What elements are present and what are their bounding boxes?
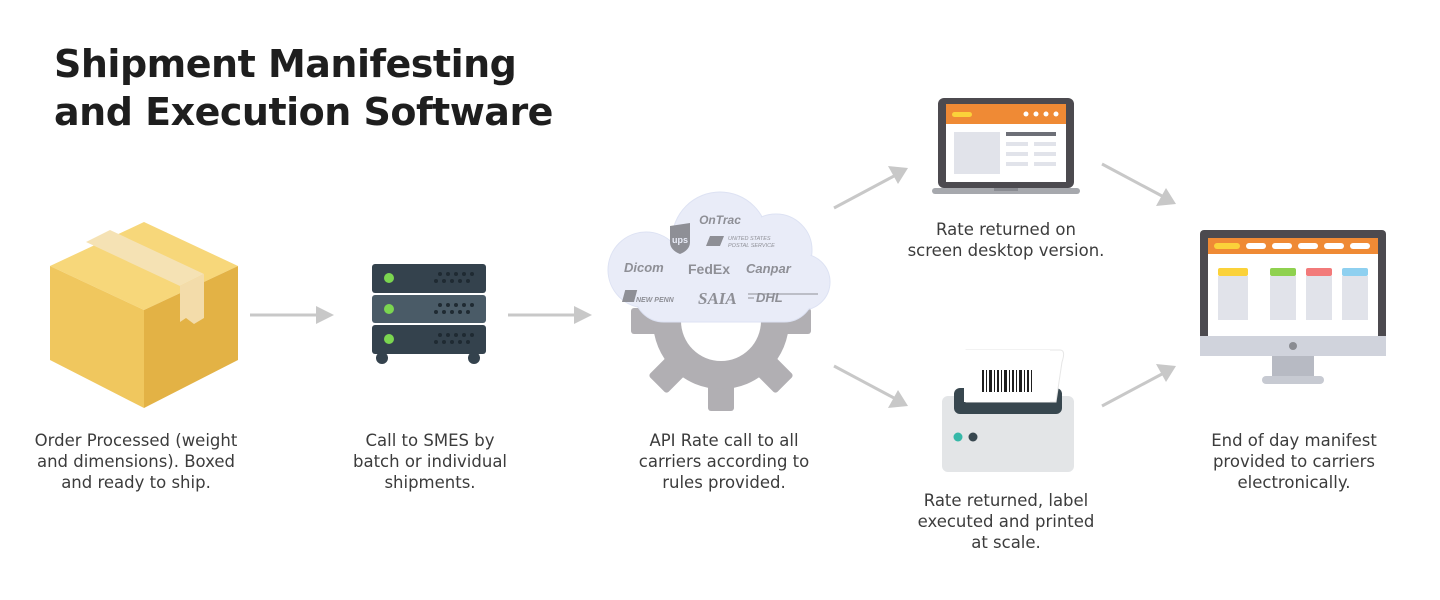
dhl-logo: DHL <box>756 290 783 305</box>
caption-order-processed: Order Processed (weight and dimensions).… <box>16 430 256 493</box>
caption-line: Rate returned, label <box>923 491 1089 510</box>
caption-label-printed: Rate returned, label executed and printe… <box>886 490 1126 553</box>
caption-rate-returned-desktop: Rate returned on screen desktop version. <box>886 219 1126 261</box>
caption-api-rate-call: API Rate call to all carriers according … <box>604 430 844 493</box>
canpar-logo: Canpar <box>746 261 792 276</box>
ups-logo: ups <box>672 235 688 245</box>
usps-logo-line-2: POSTAL SERVICE <box>728 243 775 249</box>
caption-line: shipments. <box>384 473 476 492</box>
carrier-cloud: ups OnTrac UNITED STATES POSTAL SERVICE … <box>607 191 831 323</box>
caption-line: Order Processed (weight <box>34 431 238 450</box>
laptop-icon <box>932 98 1080 194</box>
caption-line: batch or individual <box>352 452 508 471</box>
arrow-right-icon <box>250 306 334 324</box>
caption-line: provided to carriers <box>1212 452 1376 471</box>
arrow-right-icon <box>508 306 592 324</box>
saia-logo: SAIA <box>698 289 737 308</box>
label-printer-icon <box>942 349 1074 472</box>
caption-line: screen desktop version. <box>907 241 1105 260</box>
dicom-logo: Dicom <box>624 260 664 275</box>
caption-end-of-day-manifest: End of day manifest provided to carriers… <box>1174 430 1414 493</box>
arrow-down-right-icon <box>833 364 908 408</box>
page-title-line-2: and Execution Software <box>54 90 553 134</box>
cardboard-box-icon <box>50 222 238 408</box>
new-penn-logo: NEW PENN <box>636 297 675 304</box>
caption-line: carriers according to <box>638 452 810 471</box>
caption-line: rules provided. <box>662 473 786 492</box>
caption-line: Call to SMES by <box>365 431 495 450</box>
caption-call-to-smes: Call to SMES by batch or individual ship… <box>320 430 540 493</box>
usps-logo-line-1: UNITED STATES <box>728 236 771 242</box>
caption-line: executed and printed <box>917 512 1095 531</box>
caption-line: Rate returned on <box>936 220 1076 239</box>
caption-line: at scale. <box>971 533 1041 552</box>
caption-line: electronically. <box>1237 473 1351 492</box>
server-rack-icon <box>372 264 486 364</box>
caption-line: and dimensions). Boxed <box>36 452 236 471</box>
caption-line: and ready to ship. <box>61 473 211 492</box>
arrow-up-right-icon <box>833 166 908 210</box>
desktop-monitor-icon <box>1200 230 1386 384</box>
fedex-logo: FedEx <box>688 261 730 277</box>
caption-line: API Rate call to all <box>649 431 799 450</box>
page-title-line-1: Shipment Manifesting <box>54 42 517 86</box>
ontrac-logo: OnTrac <box>699 213 741 227</box>
arrow-up-right-icon <box>1101 364 1176 408</box>
caption-line: End of day manifest <box>1211 431 1377 450</box>
arrow-down-right-icon <box>1101 162 1176 206</box>
